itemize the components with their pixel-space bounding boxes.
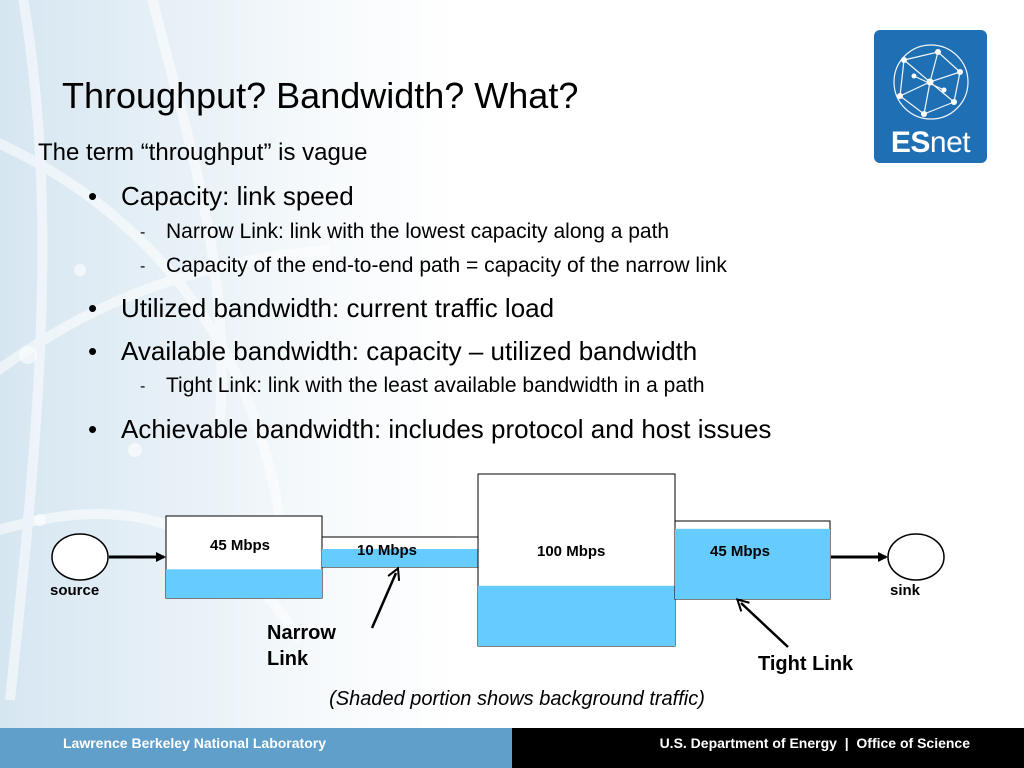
- diagram-caption: (Shaded portion shows background traffic…: [329, 688, 705, 710]
- bullet-text: Utilized bandwidth: current traffic load: [121, 293, 555, 323]
- sub-bullet-dash: -: [140, 258, 146, 275]
- path-diagram-graphic: [51, 473, 945, 648]
- narrow-link-label-line2: Link: [267, 648, 309, 670]
- logo-text: ESnet: [874, 126, 987, 160]
- sink-label: sink: [890, 582, 921, 599]
- narrow-link-arrow: [370, 573, 396, 629]
- link-1-background-traffic: [166, 569, 322, 598]
- link-2-label: 10 Mbps: [357, 542, 418, 559]
- slide-title: Throughput? Bandwidth? What?: [62, 75, 579, 116]
- footer-left-panel: Lawrence Berkeley National Laboratory: [0, 728, 512, 768]
- bullet-text: Achievable bandwidth: includes protocol …: [121, 414, 772, 444]
- sub-bullet-text: Capacity of the end-to-end path = capaci…: [166, 254, 727, 277]
- footer-lab-name: Lawrence Berkeley National Laboratory: [63, 735, 326, 751]
- footer-right-panel: U.S. Department of Energy | Office of Sc…: [512, 728, 1024, 768]
- footer-bar: Lawrence Berkeley National Laboratory U.…: [0, 728, 1024, 768]
- footer-doe-office: U.S. Department of Energy | Office of Sc…: [659, 735, 970, 751]
- sub-bullet-text: Narrow Link: link with the lowest capaci…: [166, 220, 670, 243]
- globe-icon: [893, 44, 969, 120]
- sub-bullet-dash: -: [140, 378, 146, 395]
- bullet-text: Capacity: link speed: [121, 181, 354, 211]
- source-node: [51, 533, 109, 581]
- link-3-label: 100 Mbps: [537, 543, 606, 560]
- bullet-dot: •: [88, 414, 98, 444]
- link-4-background-traffic: [675, 528, 830, 599]
- sub-bullet-dash: -: [140, 224, 146, 241]
- link-2-background-traffic: [322, 549, 478, 567]
- esnet-logo: ESnet: [874, 30, 987, 163]
- bullet-text: Available bandwidth: capacity – utilized…: [121, 336, 698, 366]
- sink-node: [887, 533, 945, 581]
- tight-link-label: Tight Link: [758, 653, 854, 675]
- bullet-dot: •: [88, 336, 98, 366]
- sub-bullet-text: Tight Link: link with the least availabl…: [166, 374, 705, 397]
- source-label: source: [50, 582, 100, 599]
- logo-text-bold: ES: [890, 126, 931, 159]
- bullet-dot: •: [88, 293, 98, 323]
- tight-link-arrow: [741, 603, 789, 648]
- link-1-label: 45 Mbps: [210, 537, 271, 554]
- path-diagram: 45 Mbps 10 Mbps 100 Mbps 45 Mbps source …: [50, 473, 945, 710]
- bullet-dot: •: [88, 181, 98, 211]
- logo-text-light: net: [929, 126, 971, 159]
- narrow-link-label-line1: Narrow: [267, 622, 336, 644]
- link-3-background-traffic: [478, 585, 675, 646]
- intro-text: The term “throughput” is vague: [38, 139, 368, 166]
- link-4-label: 45 Mbps: [710, 543, 771, 560]
